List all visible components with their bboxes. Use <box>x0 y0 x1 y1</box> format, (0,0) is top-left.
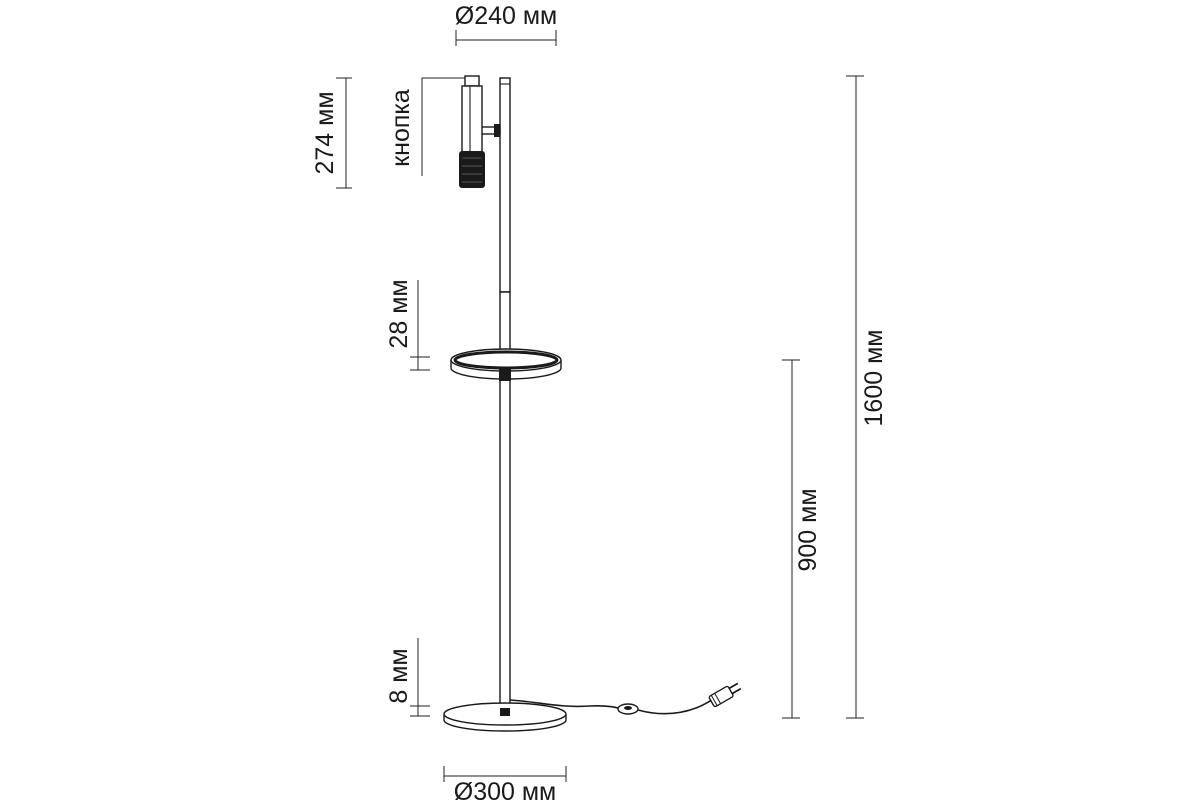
button-callout: кнопка <box>387 77 468 176</box>
tray-from-floor-label: 900 мм <box>794 488 822 571</box>
tray-mount <box>499 369 511 381</box>
button-leader-line <box>421 77 468 176</box>
plug-grip-1 <box>710 695 718 706</box>
tray-rim <box>453 350 559 370</box>
shade-diameter-label: Ø240 мм <box>455 2 557 30</box>
button-label: кнопка <box>387 89 415 167</box>
lamp-base <box>443 702 567 732</box>
base-diameter-dimension: Ø300 мм <box>443 766 567 800</box>
plug-pin-2 <box>731 687 742 695</box>
lamp-head-body <box>461 85 483 153</box>
button-cap <box>464 75 480 87</box>
lamp-head <box>459 75 485 188</box>
head-height-dimension: 274 мм <box>311 77 352 189</box>
plug-pin-1 <box>728 682 739 690</box>
arm-clamp <box>494 124 500 137</box>
tray-height-label: 28 мм <box>385 279 413 348</box>
power-plug <box>708 682 742 708</box>
head-height-label: 274 мм <box>311 91 339 174</box>
total-height-label: 1600 мм <box>860 330 888 427</box>
tray-from-floor-dimension: 900 мм <box>782 359 822 719</box>
shade-diameter-dimension: Ø240 мм <box>455 2 557 46</box>
base-height-dimension: 8 мм <box>385 638 430 717</box>
tray-ring <box>450 348 562 381</box>
upper-pole-rod <box>499 77 511 293</box>
tray-height-dimension: 28 мм <box>385 279 430 371</box>
plug-grip-2 <box>714 693 722 704</box>
pole-foot <box>500 708 510 716</box>
foot-switch-button <box>624 706 632 710</box>
upper-pole <box>499 77 511 293</box>
total-height-dimension: 1600 мм <box>846 75 888 719</box>
lamp-shade-socket <box>459 151 485 188</box>
base-height-label: 8 мм <box>385 648 413 703</box>
cord-segment-2 <box>637 699 713 715</box>
power-cord <box>509 682 742 715</box>
base-diameter-label: Ø300 мм <box>454 778 556 800</box>
